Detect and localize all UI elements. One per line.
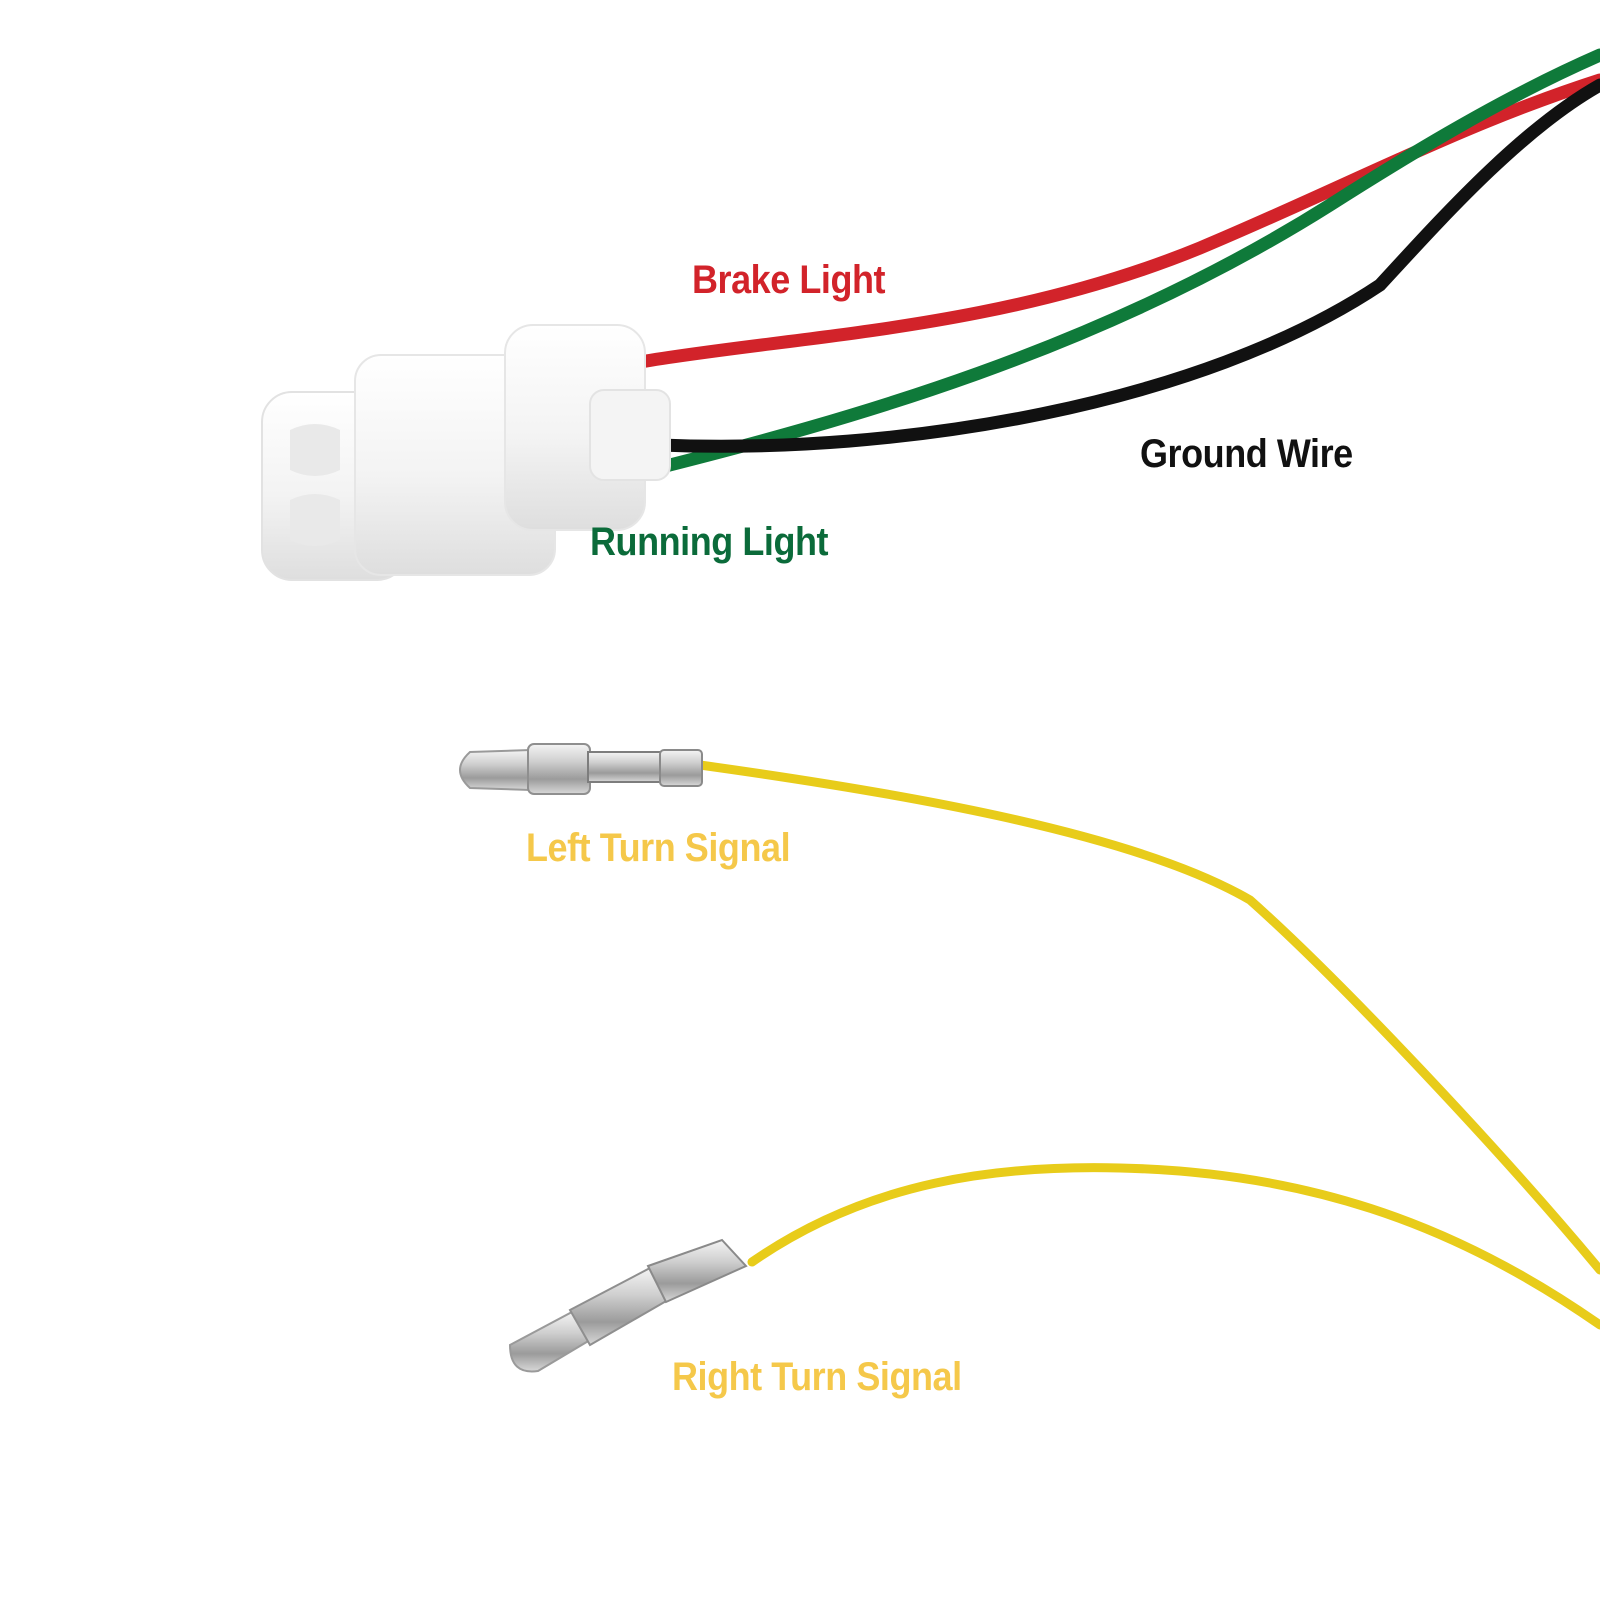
running-light-wire [643, 48, 1600, 477]
right-turn-signal-wire [747, 1163, 1600, 1330]
connector-housing [261, 324, 671, 581]
right-turn-signal-terminal [508, 1238, 748, 1373]
right-turn-signal-label: Right Turn Signal [672, 1355, 962, 1399]
left-turn-signal-label: Left Turn Signal [526, 826, 791, 870]
brake-light-label: Brake Light [692, 258, 886, 302]
left-turn-signal-wire [695, 760, 1600, 1275]
ground-wire-label: Ground Wire [1140, 432, 1353, 476]
running-light-label: Running Light [590, 520, 829, 564]
ground-wire [653, 78, 1600, 453]
left-turn-signal-terminal [459, 743, 703, 795]
